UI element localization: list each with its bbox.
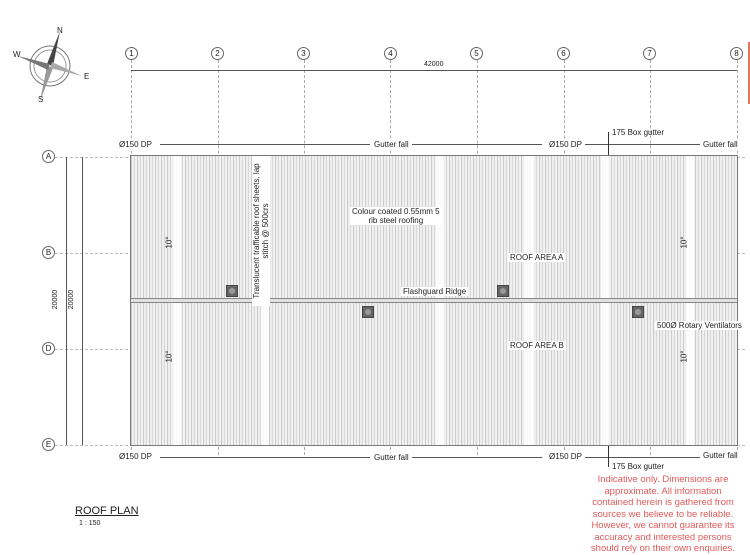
ridge-label: Flashguard Ridge bbox=[401, 287, 469, 296]
translucent-sheet-note: Translucent trafficable roof sheets, lap… bbox=[252, 156, 270, 306]
box-gutter-leader-top bbox=[608, 132, 609, 156]
rotary-ventilator-icon bbox=[226, 285, 238, 297]
grid-bubble-2: 2 bbox=[211, 47, 224, 60]
width-dimension-line-1 bbox=[66, 157, 67, 445]
grid-bubble-a: A bbox=[42, 150, 55, 163]
gutter-fall-top-right: Gutter fall bbox=[701, 140, 740, 149]
roofing-spec-line-2: rib steel roofing bbox=[368, 216, 424, 225]
gutter-fall-line-top-mid bbox=[412, 144, 542, 145]
grid-bubble-3: 3 bbox=[297, 47, 310, 60]
rotary-ventilator-icon bbox=[362, 306, 374, 318]
compass-east: E bbox=[84, 72, 90, 81]
pitch-label-a-right: 10° bbox=[679, 236, 689, 249]
downpipe-bottom-right: Ø150 DP bbox=[547, 452, 584, 461]
disclaimer: Indicative only. Dimensions are approxim… bbox=[590, 474, 736, 554]
gutter-fall-arrow-bottom-left bbox=[160, 457, 370, 458]
overall-dimension: 42000 bbox=[424, 61, 444, 68]
accent-bar bbox=[748, 42, 750, 104]
pitch-label-a-left: 10° bbox=[164, 236, 174, 249]
overall-dimension-line bbox=[131, 70, 737, 71]
downpipe-bottom-left: Ø150 DP bbox=[117, 452, 154, 461]
width-dimension-1: 20000 bbox=[52, 289, 60, 310]
grid-bubble-8: 8 bbox=[730, 47, 743, 60]
roof-plan bbox=[130, 155, 738, 446]
grid-bubble-5: 5 bbox=[470, 47, 483, 60]
rotary-ventilator-icon bbox=[497, 285, 509, 297]
gutter-fall-arrow-bottom-right bbox=[585, 457, 700, 458]
drawing-scale: 1 : 150 bbox=[79, 520, 101, 527]
downpipe-top-right: Ø150 DP bbox=[547, 140, 584, 149]
gutter-fall-bottom-right: Gutter fall bbox=[701, 451, 740, 460]
grid-bubble-b: B bbox=[42, 246, 55, 259]
gutter-fall-top-left: Gutter fall bbox=[372, 140, 411, 149]
grid-bubble-d: D bbox=[42, 342, 55, 355]
rotary-ventilator-icon bbox=[632, 306, 644, 318]
roof-area-b-label: ROOF AREA B bbox=[508, 341, 566, 350]
gutter-fall-line-bottom-mid bbox=[412, 457, 542, 458]
roof-area-a-label: ROOF AREA A bbox=[508, 253, 566, 262]
box-gutter-leader-bottom bbox=[608, 446, 609, 467]
compass-south: S bbox=[38, 95, 44, 104]
compass-north: N bbox=[57, 26, 63, 35]
roofing-spec-line-1: Colour coated 0.55mm 5 bbox=[352, 207, 440, 216]
grid-bubble-1: 1 bbox=[125, 47, 138, 60]
gutter-fall-arrow-top-right bbox=[585, 144, 700, 145]
grid-bubble-6: 6 bbox=[557, 47, 570, 60]
box-gutter-bottom: 175 Box gutter bbox=[612, 462, 665, 471]
pitch-label-b-right: 10° bbox=[679, 350, 689, 363]
downpipe-top-left: Ø150 DP bbox=[117, 140, 154, 149]
gutter-fall-arrow-top-left bbox=[160, 144, 370, 145]
box-gutter-top: 175 Box gutter bbox=[612, 128, 665, 137]
drawing-title: ROOF PLAN bbox=[75, 505, 139, 517]
gutter-fall-bottom-left: Gutter fall bbox=[372, 453, 411, 462]
width-dimension-2: 20000 bbox=[68, 289, 76, 310]
north-arrow-compass-icon bbox=[18, 31, 82, 101]
grid-bubble-7: 7 bbox=[643, 47, 656, 60]
width-dimension-line-2 bbox=[82, 157, 83, 445]
flashguard-ridge bbox=[131, 298, 737, 303]
ventilators-label: 500Ø Rotary Ventilators bbox=[655, 321, 744, 330]
grid-bubble-4: 4 bbox=[384, 47, 397, 60]
grid-bubble-e: E bbox=[42, 438, 55, 451]
compass-west: W bbox=[13, 50, 21, 59]
pitch-label-b-left: 10° bbox=[164, 350, 174, 363]
